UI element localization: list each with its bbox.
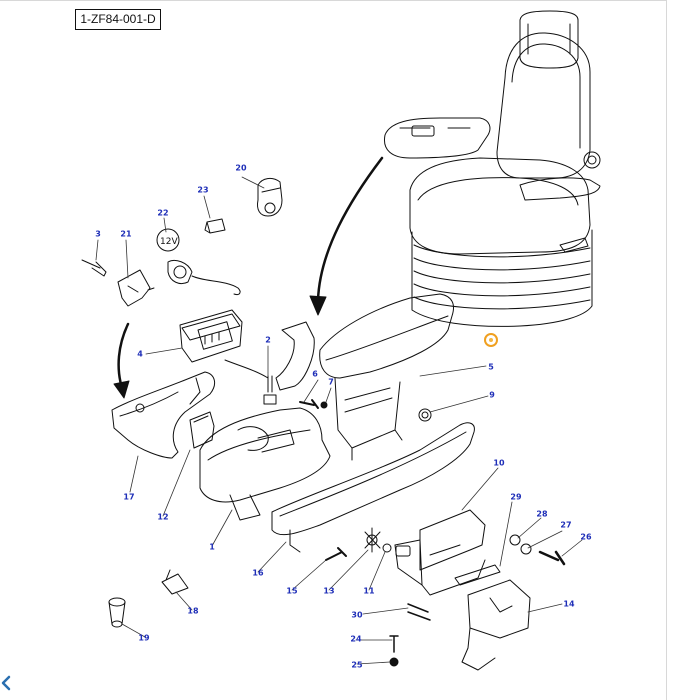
- part-14-bracket: [461, 579, 531, 671]
- callout-part-21[interactable]: 21: [120, 229, 132, 239]
- part-30-bolt: [407, 603, 431, 621]
- callout-part-15[interactable]: 15: [286, 586, 298, 596]
- callout-part-28[interactable]: 28: [536, 509, 548, 519]
- part-13-clip: [364, 527, 381, 553]
- callout-part-23[interactable]: 23: [197, 185, 209, 195]
- frame-right-border: [666, 0, 667, 700]
- callout-part-18[interactable]: 18: [187, 606, 199, 616]
- part-20-clamp: [257, 177, 283, 217]
- callout-part-16[interactable]: 16: [252, 568, 264, 578]
- callout-part-20[interactable]: 20: [235, 163, 247, 173]
- callout-part-9[interactable]: 9: [489, 390, 495, 400]
- callout-part-30[interactable]: 30: [351, 610, 363, 620]
- callout-part-19[interactable]: 19: [138, 633, 150, 643]
- callout-part-29[interactable]: 29: [510, 492, 522, 502]
- part-17-trim: [111, 371, 216, 459]
- part-28-washer: [509, 534, 521, 546]
- callout-part-10[interactable]: 10: [493, 458, 505, 468]
- part-29-strip: [454, 564, 501, 586]
- callout-part-26[interactable]: 26: [580, 532, 592, 542]
- collapse-chevron-icon[interactable]: [0, 672, 14, 694]
- part-25-washer: [389, 657, 399, 667]
- callout-part-5[interactable]: 5: [488, 362, 494, 372]
- part-24-bolt: [389, 635, 399, 653]
- part-16-rail: [271, 422, 475, 553]
- callout-part-22[interactable]: 22: [157, 208, 169, 218]
- callout-part-24[interactable]: 24: [350, 634, 362, 644]
- hotspot-marker[interactable]: [484, 333, 498, 347]
- drawing-reference-code: 1-ZF84-001-D: [75, 9, 161, 30]
- part-27-nut: [520, 543, 532, 555]
- callout-part-12[interactable]: 12: [157, 512, 169, 522]
- callout-part-27[interactable]: 27: [560, 520, 572, 530]
- callout-part-3[interactable]: 3: [95, 229, 101, 239]
- part-3-screw: [81, 259, 107, 277]
- part-22-socket: 12V: [156, 228, 241, 295]
- leader-lines: [95, 176, 583, 665]
- callout-part-4[interactable]: 4: [137, 349, 143, 359]
- part-10-mounting-plate: [394, 509, 486, 596]
- callout-part-13[interactable]: 13: [323, 586, 335, 596]
- seat-illustration: [383, 10, 601, 327]
- assembly-arrows: [113, 156, 384, 399]
- part-11-nut: [382, 543, 392, 553]
- part-26-bolt: [538, 550, 566, 566]
- part-5-armrest-cushion: [319, 293, 454, 461]
- svg-text:12V: 12V: [160, 237, 178, 247]
- part-7-washer: [320, 401, 328, 409]
- callout-part-2[interactable]: 2: [265, 335, 271, 345]
- part-18-clip: [161, 569, 189, 595]
- part-12-switch: [189, 411, 215, 449]
- callout-part-6[interactable]: 6: [312, 369, 318, 379]
- part-23-block: [204, 218, 226, 234]
- part-9-grommet: [418, 408, 432, 422]
- callout-part-25[interactable]: 25: [351, 660, 363, 670]
- callout-part-14[interactable]: 14: [563, 599, 575, 609]
- part-19-sleeve: [108, 597, 126, 628]
- part-1-armrest-housing: [199, 407, 331, 521]
- frame-top-border: [0, 0, 666, 1]
- part-21-bracket: [117, 269, 155, 307]
- callout-part-11[interactable]: 11: [363, 586, 375, 596]
- part-6-bolt: [299, 399, 319, 409]
- callout-part-7[interactable]: 7: [328, 377, 334, 387]
- part-2-switch: [263, 394, 277, 405]
- callout-part-1[interactable]: 1: [209, 542, 215, 552]
- part-4-switch-panel: [179, 309, 243, 363]
- callout-part-17[interactable]: 17: [123, 492, 135, 502]
- part-15-screw: [325, 547, 347, 561]
